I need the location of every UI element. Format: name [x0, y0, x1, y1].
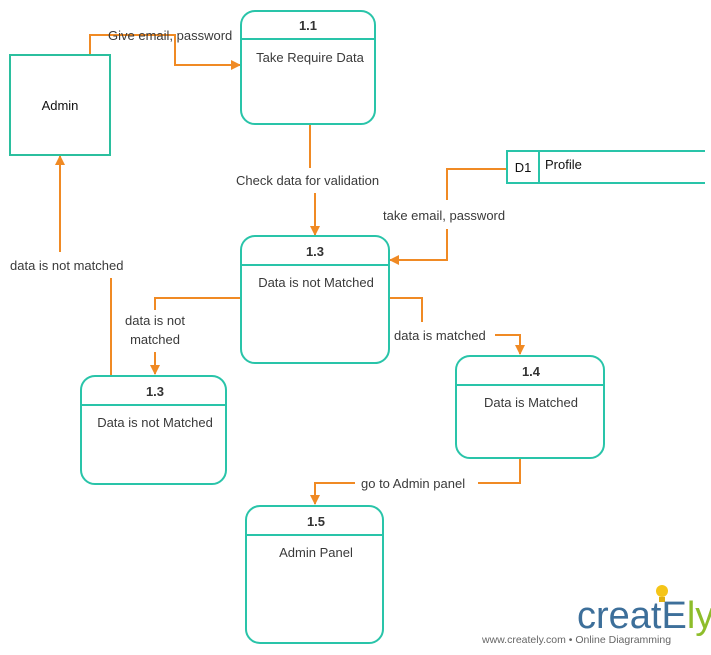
process-label: Take Require Data: [256, 50, 364, 65]
flow-matched-arrow: [495, 334, 525, 355]
flow-to-admin-panel: [478, 458, 521, 484]
process-id: 1.5: [307, 514, 325, 529]
process-id: 1.3: [306, 244, 324, 259]
label-take-credentials: take email, password: [383, 208, 505, 223]
process-id: 1.1: [299, 18, 317, 33]
flow-take-credentials: [446, 168, 507, 200]
entity-admin[interactable]: Admin: [9, 54, 111, 156]
process-id: 1.3: [146, 384, 164, 399]
logo-tagline: www.creately.com • Online Diagramming: [481, 634, 671, 646]
process-1-4[interactable]: 1.4 Data is Matched: [455, 355, 605, 459]
entity-admin-label: Admin: [42, 98, 79, 113]
process-1-3-secondary[interactable]: 1.3 Data is not Matched: [80, 375, 227, 485]
label-give-credentials: Give email, password: [108, 28, 232, 43]
creately-logo: creatEly www.creately.com • Online Diagr…: [481, 585, 711, 646]
flow-give-credentials: [89, 34, 241, 70]
label-not-matched-mid-2: matched: [130, 332, 180, 347]
process-label: Data is not Matched: [97, 415, 213, 430]
datastore-profile[interactable]: D1 Profile: [506, 150, 705, 184]
label-not-matched-left: data is not matched: [10, 258, 123, 273]
flow-not-matched-mid: [154, 297, 241, 310]
flow-matched: [390, 297, 423, 322]
process-1-5[interactable]: 1.5 Admin Panel: [245, 505, 384, 644]
label-matched: data is matched: [394, 328, 486, 343]
process-label: Data is Matched: [484, 395, 578, 410]
flow-take-credentials-arrow: [389, 229, 448, 265]
process-1-1[interactable]: 1.1 Take Require Data: [240, 10, 376, 125]
logo-wordmark: creatEly: [577, 595, 711, 637]
label-not-matched-mid-1: data is not: [125, 313, 185, 328]
process-id: 1.4: [522, 364, 541, 379]
process-label: Admin Panel: [279, 545, 353, 560]
datastore-id: D1: [515, 160, 532, 175]
label-to-admin-panel: go to Admin panel: [361, 476, 465, 491]
flow-to-admin-panel-arrow: [310, 482, 355, 505]
process-1-3-main[interactable]: 1.3 Data is not Matched: [240, 235, 390, 364]
label-check-validation: Check data for validation: [236, 173, 379, 188]
process-label: Data is not Matched: [258, 275, 374, 290]
datastore-label: Profile: [545, 157, 582, 172]
lightbulb-icon: [656, 585, 668, 602]
